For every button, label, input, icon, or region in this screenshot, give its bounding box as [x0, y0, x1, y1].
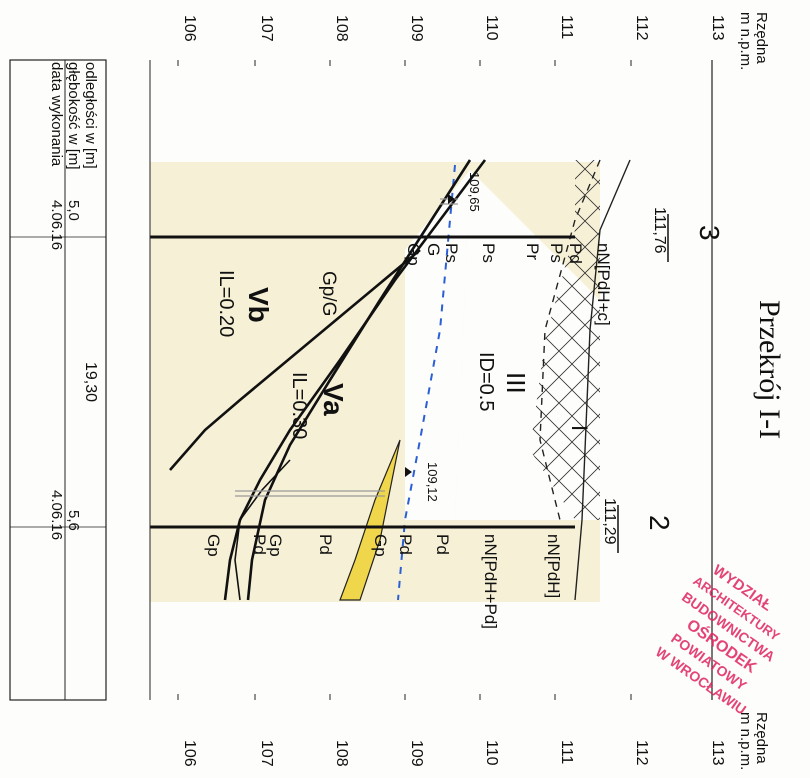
- water-level-arrow-3: [448, 194, 455, 204]
- tick-label: 106: [181, 15, 198, 42]
- soil-label: Pd: [433, 534, 452, 555]
- sample-markers: [235, 198, 458, 497]
- layer-label-vb-il: IL=0.20: [215, 270, 237, 337]
- layer-label-va: Va: [318, 383, 349, 416]
- tick-label: 112: [633, 15, 650, 41]
- soil-label: Ps: [442, 243, 461, 263]
- layer-boundary-va-lower: [246, 159, 472, 601]
- soil-label: Pd: [316, 534, 335, 555]
- ground-surface-line: [574, 159, 631, 601]
- soil-label: Ps: [479, 243, 498, 263]
- soil-label: Pr: [523, 243, 542, 260]
- borehole-2-soils: nN[PdH] nN[PdH+Pd] Pd Pd Gp Pd Gp Pd Gp: [204, 534, 563, 629]
- depth-value-b3: 5,0: [65, 200, 82, 221]
- borehole-2-elevation: 111,29: [601, 498, 618, 545]
- borehole-3-number: 3: [694, 225, 725, 241]
- tick-label: 109: [408, 15, 425, 42]
- layer-boundary-vb: [169, 249, 421, 471]
- layer-label-gpg: Gp/G: [318, 271, 339, 316]
- tick-label: 109: [408, 740, 425, 767]
- date-value-b2: 4.06.16: [48, 490, 65, 540]
- layer-label-i: I: [567, 425, 592, 431]
- table-row-distance-label: odległości w [m]: [82, 62, 99, 169]
- axis-label-bottom-2: m n.p.m.: [737, 712, 754, 770]
- layer-label-iii: III: [501, 372, 531, 394]
- tick-label: 110: [483, 15, 500, 41]
- soil-label: Pd: [566, 243, 585, 264]
- fill-layer-hatch: [530, 160, 600, 520]
- borehole-2-number: 2: [644, 515, 675, 531]
- soil-label: Gp: [371, 534, 390, 557]
- tick-label: 113: [709, 15, 726, 41]
- soil-label: Pd: [396, 534, 415, 555]
- soil-label: nN[PdH+Pd]: [481, 534, 500, 629]
- tick-label: 113: [709, 740, 726, 766]
- date-value-b3: 4.06.16: [48, 200, 65, 250]
- gravel-lens: [339, 439, 401, 601]
- soil-label: nN[PdH]: [544, 534, 563, 598]
- axis-label-bottom-1: Rzędna: [753, 712, 770, 764]
- tick-label: 110: [483, 740, 500, 766]
- table-row-depth-label: głębokość w [m]: [65, 62, 82, 170]
- soil-label: nN[PdH+c]: [594, 243, 613, 326]
- page-title: Przekrój I-I: [753, 300, 786, 439]
- water-level-3-value: 109,65: [467, 172, 482, 212]
- water-level-arrow-2: [405, 467, 412, 477]
- borehole-3-soils: nN[PdH+c] Pd Ps Pr Ps Ps G Gp: [404, 243, 613, 326]
- depth-value-b2: 5,6: [65, 510, 82, 531]
- layer-boundary-va-upper: [223, 159, 487, 601]
- tick-label: 106: [181, 740, 198, 767]
- distance-value: 19,30: [82, 362, 99, 402]
- layer-label-vb: Vb: [243, 287, 274, 323]
- axis-label-top-2: m n.p.m.: [737, 12, 754, 70]
- soil-label: Gp: [204, 534, 223, 557]
- fill-layer-boundary: [539, 159, 601, 521]
- layer-label-va-il: IL=0.30: [288, 372, 310, 439]
- tick-label: 108: [333, 740, 350, 767]
- soil-label: G: [424, 243, 443, 256]
- soil-label: Gp: [404, 243, 423, 266]
- tick-label: 107: [258, 15, 275, 42]
- soil-label: Pd: [250, 534, 269, 555]
- axis-ticks-top: 113 112 111 110 109 108 107 106: [181, 15, 726, 42]
- soil-label: Ps: [547, 243, 566, 263]
- tick-label: 108: [333, 15, 350, 42]
- data-table-frame: [9, 59, 107, 701]
- layer-label-iii-id: ID=0.5: [475, 352, 497, 411]
- borehole-3-elevation: 111,76: [651, 207, 668, 254]
- table-row-date-label: data wykonania: [48, 62, 65, 167]
- tick-label: 107: [258, 740, 275, 767]
- tick-label: 111: [558, 740, 575, 764]
- soil-label: Gp: [266, 534, 285, 557]
- tick-label: 111: [558, 15, 575, 39]
- axis-ticks-bottom: 113 112 111 110 109 108 107 106: [181, 740, 726, 767]
- tick-label: 112: [633, 740, 650, 766]
- axis-label-top-1: Rzędna: [753, 12, 770, 64]
- water-level-2-value: 109,12: [425, 462, 440, 502]
- official-stamp: WYDZIAŁ ARCHITEKTURY BUDOWNICTWA OŚRODEK…: [653, 562, 783, 718]
